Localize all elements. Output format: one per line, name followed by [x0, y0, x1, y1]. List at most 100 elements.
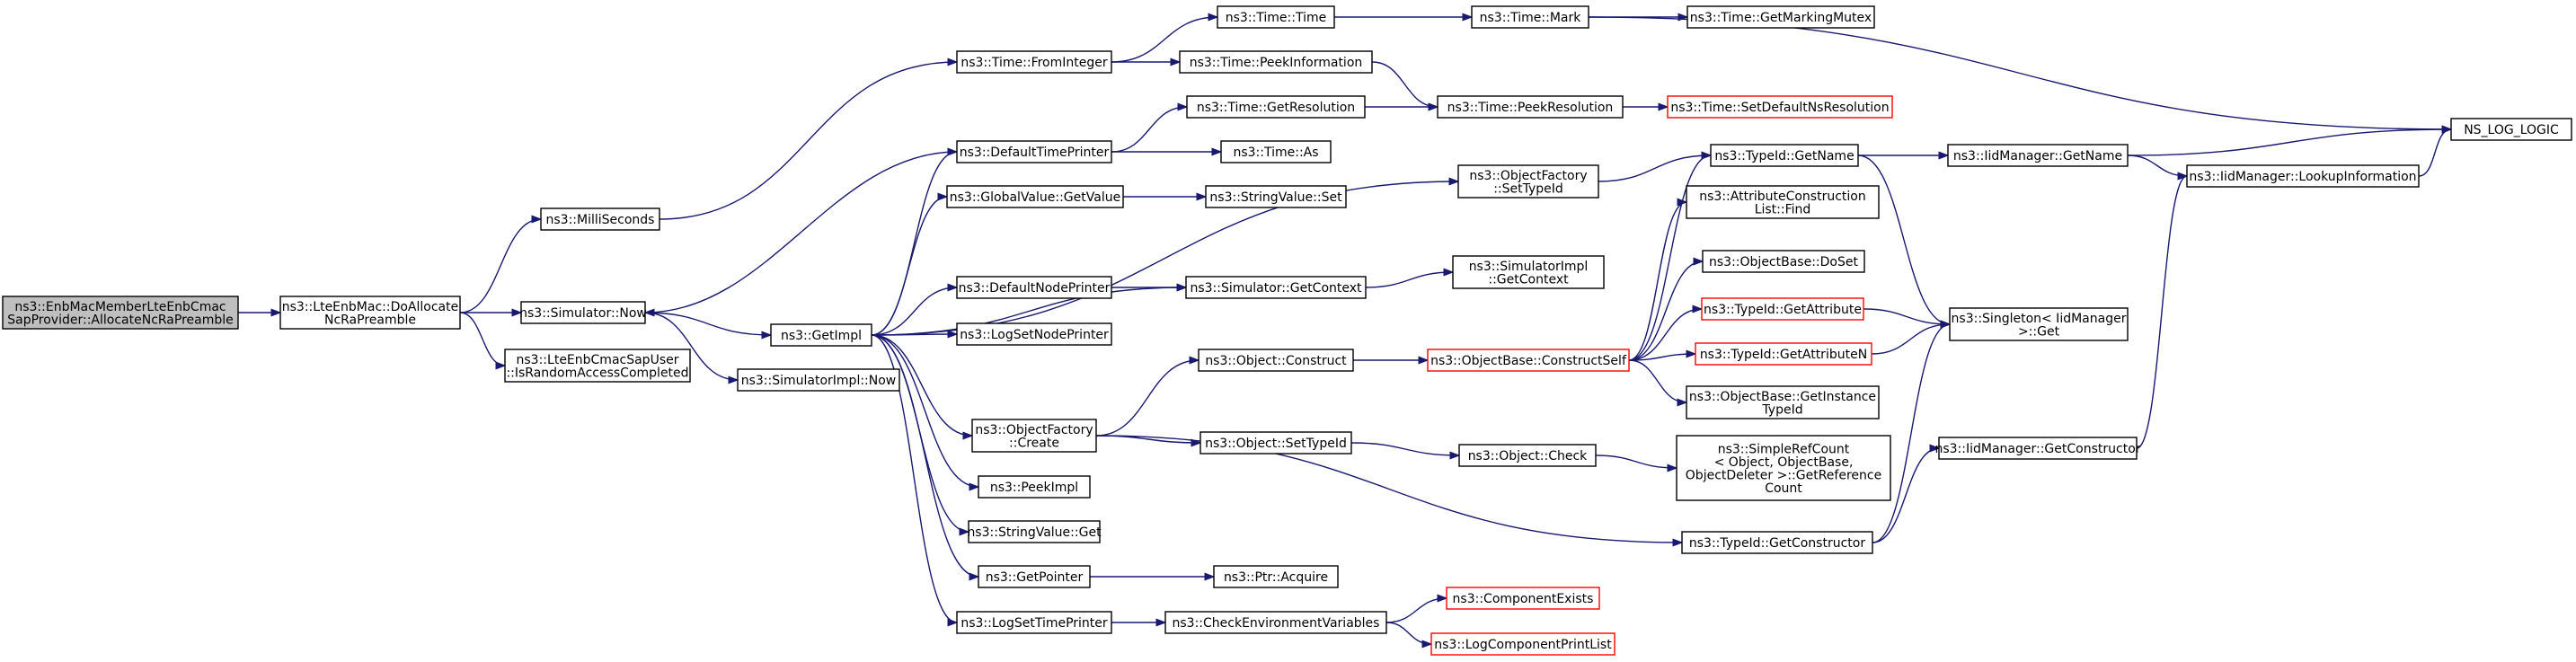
node-label: ns3::StringValue::Set [1209, 190, 1342, 205]
node-box [1686, 185, 1880, 219]
node-srcgetref[interactable]: ns3::SimpleRefCount< Object, ObjectBase,… [1676, 435, 1891, 501]
node-ptracq[interactable]: ns3::Ptr::Acquire [1213, 565, 1339, 588]
edge-getimpl-to-getpointer [871, 334, 980, 581]
node-label: ns3::ObjectBase::DoSet [1709, 255, 1858, 269]
node-gvget[interactable]: ns3::GlobalValue::GetValue [946, 185, 1124, 208]
node-ofcreate[interactable]: ns3::ObjectFactory::Create [971, 419, 1097, 453]
node-peekimpl[interactable]: ns3::PeekImpl [978, 475, 1091, 499]
arrowhead [1693, 257, 1704, 266]
node-label: ns3::Object::Construct [1205, 354, 1347, 368]
arrowhead [1177, 102, 1189, 111]
node-tidgetattr[interactable]: ns3::TypeId::GetAttribute [1701, 297, 1864, 321]
edge-obcs-to-tidgetattrn [1628, 349, 1697, 361]
node-box [1938, 437, 2138, 460]
node-svget[interactable]: ns3::StringValue::Get [967, 520, 1102, 543]
node-box [956, 140, 1112, 163]
node-timetime[interactable]: ns3::Time::Time [1217, 5, 1335, 29]
node-obdoset[interactable]: ns3::ObjectBase::DoSet [1702, 250, 1865, 273]
node-box [1458, 444, 1597, 467]
node-svset[interactable]: ns3::StringValue::Set [1205, 185, 1347, 208]
node-simimplnow[interactable]: ns3::SimulatorImpl::Now [737, 368, 900, 392]
node-objconstruct[interactable]: ns3::Object::Construct [1198, 349, 1354, 372]
node-label: ns3::TypeId::GetConstructor [1689, 536, 1865, 551]
node-label: < Object, ObjectBase, [1714, 455, 1854, 470]
node-logcpl[interactable]: ns3::LogComponentPrintList [1430, 632, 1616, 656]
node-label: ns3::ObjectBase::ConstructSelf [1430, 354, 1627, 368]
edge-objconstruct-to-obcs [1353, 356, 1430, 365]
node-objsettid[interactable]: ns3::Object::SetTypeId [1199, 431, 1352, 455]
edge-obcs-to-obdoset [1628, 257, 1704, 361]
node-label: ns3::TypeId::GetAttributeN [1700, 348, 1867, 362]
arrowhead [1692, 305, 1704, 313]
node-box [1186, 95, 1366, 119]
node-israc[interactable]: ns3::LteEnbCmacSapUser::IsRandomAccessCo… [504, 349, 691, 383]
edge-getimpl-to-logsettime [871, 334, 959, 627]
node-box [1701, 297, 1864, 321]
node-root[interactable]: ns3::EnbMacMemberLteEnbCmacSapProvider::… [2, 296, 239, 330]
node-simnow[interactable]: ns3::Simulator::Now [519, 301, 647, 324]
node-box [1430, 632, 1616, 656]
node-box [1667, 95, 1893, 119]
node-simimplctx[interactable]: ns3::SimulatorImpl::GetContext [1452, 255, 1605, 289]
node-peekres[interactable]: ns3::Time::PeekResolution [1437, 95, 1624, 119]
node-nslog[interactable]: NS_LOG_LOGIC [2450, 118, 2572, 141]
node-setdefns[interactable]: ns3::Time::SetDefaultNsResolution [1667, 95, 1893, 119]
arrowhead [1672, 538, 1684, 547]
node-getimpl[interactable]: ns3::GetImpl [770, 323, 872, 347]
node-box [2186, 164, 2420, 188]
edge-line [1863, 308, 1951, 325]
arrowhead [1938, 151, 1950, 160]
arrowhead [1677, 398, 1688, 407]
node-tidgetctor[interactable]: ns3::TypeId::GetConstructor [1681, 531, 1873, 554]
node-box [1199, 431, 1352, 455]
node-deftime[interactable]: ns3::DefaultTimePrinter [956, 140, 1112, 163]
arrowhead [1701, 151, 1713, 160]
node-iidgetctor[interactable]: ns3::IidManager::GetConstructor [1934, 437, 2141, 460]
edge-peekres-to-setdefns [1622, 102, 1669, 111]
node-peekinfo[interactable]: ns3::Time::PeekInformation [1179, 50, 1373, 74]
edge-line [1595, 455, 1677, 469]
node-tidgetattrn[interactable]: ns3::TypeId::GetAttributeN [1695, 342, 1872, 366]
node-defnode[interactable]: ns3::DefaultNodePrinter [956, 276, 1112, 299]
node-obcs[interactable]: ns3::ObjectBase::ConstructSelf [1427, 349, 1630, 372]
node-getres[interactable]: ns3::Time::GetResolution [1186, 95, 1366, 119]
node-box [1164, 611, 1387, 634]
node-label: ns3::DefaultNodePrinter [959, 281, 1111, 296]
node-box [946, 185, 1124, 208]
node-logsetnode[interactable]: ns3::LogSetNodePrinter [956, 322, 1112, 346]
edge-line [1371, 61, 1438, 108]
arrowhead [937, 192, 949, 201]
node-iidgetname[interactable]: ns3::IidManager::GetName [1947, 144, 2129, 167]
node-singleton[interactable]: ns3::Singleton< IidManager>::Get [1949, 307, 2129, 341]
node-label: ns3::Time::Mark [1480, 11, 1582, 25]
node-logsettime[interactable]: ns3::LogSetTimePrinter [956, 611, 1112, 634]
node-frominteger[interactable]: ns3::Time::FromInteger [956, 50, 1112, 74]
node-milli[interactable]: ns3::MilliSeconds [540, 207, 660, 231]
edge-line [871, 334, 973, 437]
node-getpointer[interactable]: ns3::GetPointer [978, 565, 1091, 588]
node-label: List::Find [1755, 202, 1811, 216]
node-iidlookup[interactable]: ns3::IidManager::LookupInformation [2186, 164, 2420, 188]
node-tidgetname[interactable]: ns3::TypeId::GetName [1710, 144, 1859, 167]
node-checkenv[interactable]: ns3::CheckEnvironmentVariables [1164, 611, 1387, 634]
arrowhead [1658, 102, 1669, 111]
node-getmarkmutex[interactable]: ns3::Time::GetMarkingMutex [1686, 5, 1875, 29]
node-label: ns3::Time::PeekInformation [1190, 56, 1363, 70]
edge-checkenv-to-compexists [1385, 594, 1448, 623]
edge-ofsettid-to-tidgetname [1598, 151, 1713, 182]
node-objcheck[interactable]: ns3::Object::Check [1458, 444, 1597, 467]
node-timeas[interactable]: ns3::Time::As [1220, 140, 1332, 163]
node-simgetctx[interactable]: ns3::Simulator::GetContext [1185, 276, 1367, 299]
node-box [1179, 50, 1373, 74]
node-timemark[interactable]: ns3::Time::Mark [1471, 5, 1589, 29]
node-ofsettid[interactable]: ns3::ObjectFactory::SetTypeId [1457, 164, 1599, 199]
edge-line [1111, 106, 1188, 153]
edge-line [644, 312, 739, 381]
node-label: ns3::Time::SetDefaultNsResolution [1670, 101, 1889, 115]
node-label: ns3::LogSetNodePrinter [960, 328, 1109, 342]
node-compexists[interactable]: ns3::ComponentExists [1446, 587, 1600, 610]
